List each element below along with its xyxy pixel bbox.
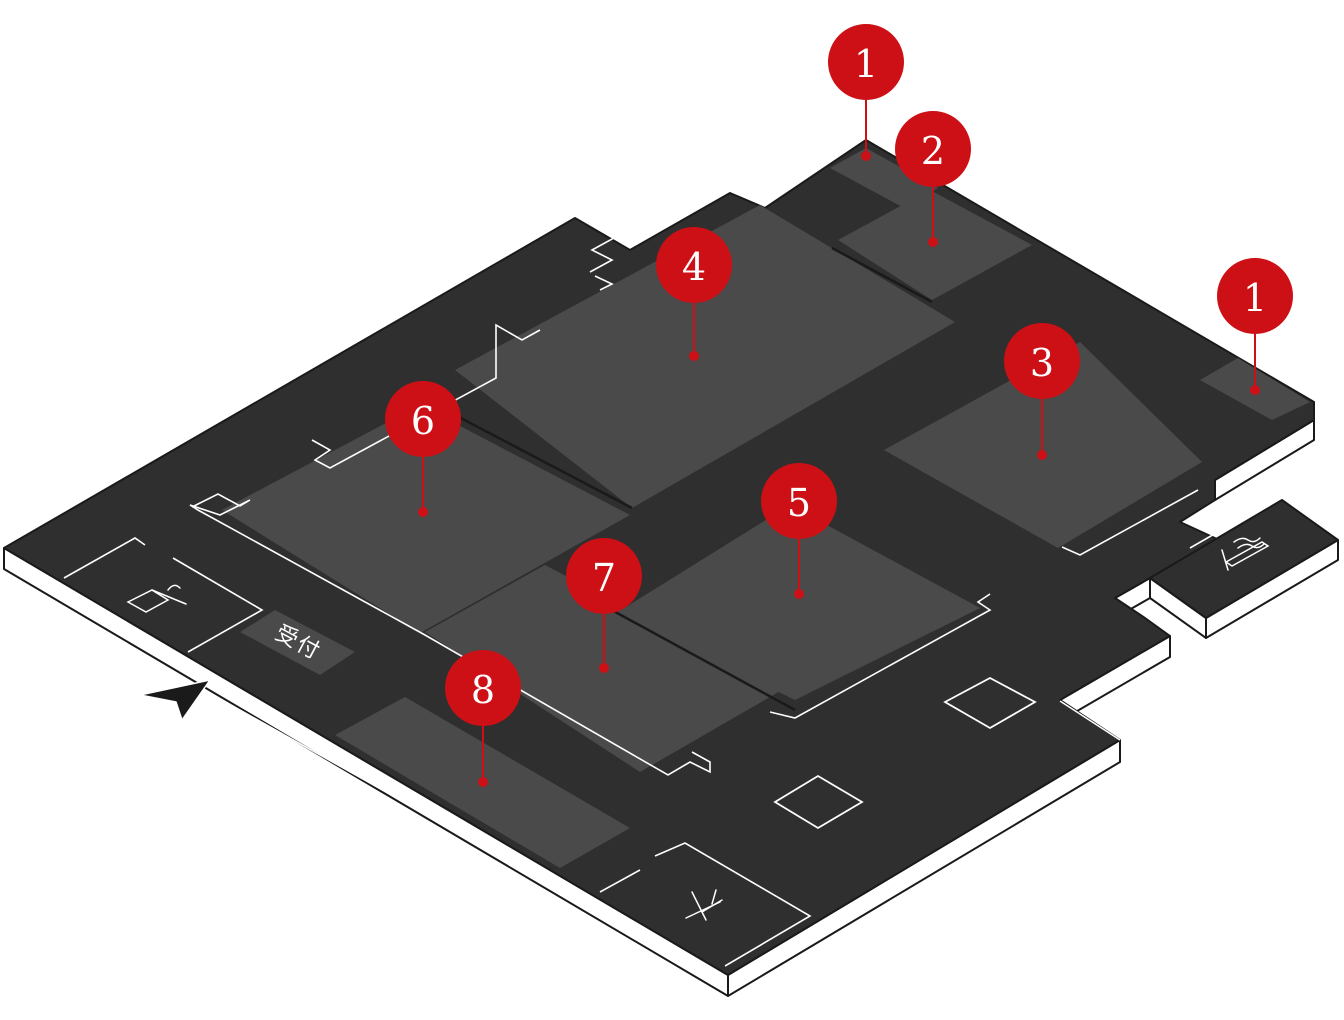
marker-7-label: 7 [592,556,616,600]
marker-5[interactable]: 5 [761,463,837,599]
floor-main [3,139,1315,976]
marker-3-label: 3 [1030,341,1054,385]
entrance-arrow-icon[interactable] [139,679,211,721]
marker-7[interactable]: 7 [566,538,642,673]
reception-desk [240,610,355,675]
floor-squares [773,676,1037,830]
slab-edges [3,419,1339,997]
markers: 1 2 1 4 3 6 [385,24,1293,787]
marker-1a-label: 1 [854,42,878,86]
marker-8[interactable]: 8 [445,650,521,787]
room-1a [830,148,938,208]
marker-1b[interactable]: 1 [1217,258,1293,395]
cocktail-icon [685,889,723,921]
marker-2-label: 2 [921,129,945,173]
marker-6[interactable]: 6 [385,381,461,517]
marker-4-label: 4 [682,245,706,289]
marker-1a[interactable]: 1 [828,24,904,161]
marker-5-label: 5 [787,481,811,525]
square-upper [943,676,1037,730]
square-lower [773,774,864,830]
wall-outlines [63,192,1231,967]
marker-1b-label: 1 [1243,276,1267,320]
marker-6-label: 6 [411,399,435,443]
coat-hanger-icon [126,584,187,613]
smoking-icon [1221,537,1270,571]
marker-4[interactable]: 4 [656,227,732,361]
room-4 [455,205,955,508]
room-6 [222,405,630,633]
room-dividers [454,246,933,712]
marker-8-label: 8 [471,668,495,712]
marker-3[interactable]: 3 [1004,323,1080,460]
marker-2[interactable]: 2 [895,111,971,247]
